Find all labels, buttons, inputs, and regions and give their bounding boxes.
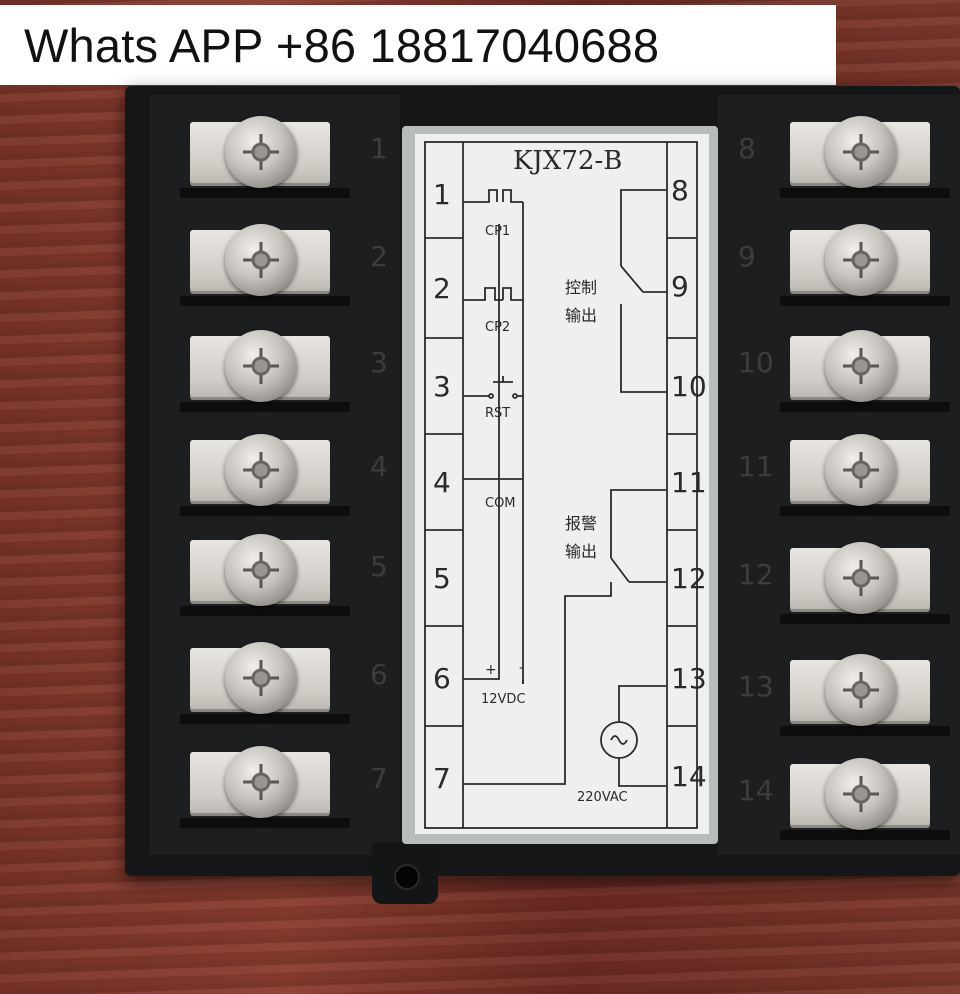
terminal-number: 9 <box>738 240 756 273</box>
terminal-number: 3 <box>370 346 388 379</box>
label-terminal-7: 7 <box>433 762 451 795</box>
terminal-divider <box>780 296 950 306</box>
screw-terminal-icon[interactable] <box>225 434 297 506</box>
label-terminal-5: 5 <box>433 562 451 595</box>
screw-head-icon <box>243 552 279 588</box>
terminal-number: 4 <box>370 450 388 483</box>
screw-terminal-icon[interactable] <box>225 116 297 188</box>
label-terminal-13: 13 <box>671 662 707 695</box>
terminal-number: 6 <box>370 658 388 691</box>
terminal-number: 8 <box>738 132 756 165</box>
screw-terminal-icon[interactable] <box>225 642 297 714</box>
screw-terminal-icon[interactable] <box>825 116 897 188</box>
screw-head-icon <box>843 134 879 170</box>
terminal-divider <box>780 726 950 736</box>
label-terminal-6: 6 <box>433 662 451 695</box>
terminal-divider <box>180 714 350 724</box>
terminal-divider <box>780 402 950 412</box>
screw-terminal-icon[interactable] <box>825 434 897 506</box>
terminal-number: 11 <box>738 450 774 483</box>
rst-label: RST <box>485 406 511 421</box>
label-terminal-9: 9 <box>671 270 689 303</box>
terminal-divider <box>180 402 350 412</box>
label-terminal-1: 1 <box>433 178 451 211</box>
terminal-divider <box>180 606 350 616</box>
wiring-label: KJX72-B CP1 CP2 RST COM + - 12VDC 220VAC… <box>415 134 709 834</box>
screw-terminal-icon[interactable] <box>225 330 297 402</box>
terminal-number: 1 <box>370 132 388 165</box>
label-terminal-2: 2 <box>433 272 451 305</box>
terminal-number: 2 <box>370 240 388 273</box>
contact-banner: Whats APP +86 18817040688 <box>0 5 836 85</box>
terminal-divider <box>180 188 350 198</box>
label-terminal-4: 4 <box>433 466 451 499</box>
com-label: COM <box>485 496 516 511</box>
screw-head-icon <box>843 348 879 384</box>
screw-head-icon <box>243 242 279 278</box>
terminal-number: 10 <box>738 346 774 379</box>
label-terminal-8: 8 <box>671 174 689 207</box>
control-output-line2: 输出 <box>565 306 598 325</box>
wiring-diagram <box>424 141 698 829</box>
terminal-number: 5 <box>370 550 388 583</box>
terminal-divider <box>180 506 350 516</box>
banner-text: Whats APP +86 18817040688 <box>24 18 660 72</box>
screw-head-icon <box>243 134 279 170</box>
control-output-line1: 控制 <box>565 278 598 297</box>
screw-head-icon <box>243 660 279 696</box>
label-terminal-11: 11 <box>671 466 707 499</box>
terminal-divider <box>780 614 950 624</box>
terminal-divider <box>180 296 350 306</box>
terminal-number: 14 <box>738 774 774 807</box>
terminal-divider <box>780 506 950 516</box>
screw-terminal-icon[interactable] <box>225 534 297 606</box>
alarm-output-line1: 报警 <box>565 514 598 533</box>
terminal-divider <box>180 818 350 828</box>
terminal-number: 13 <box>738 670 774 703</box>
terminal-divider <box>780 188 950 198</box>
screw-head-icon <box>243 348 279 384</box>
screw-terminal-icon[interactable] <box>225 746 297 818</box>
plus-label: + <box>485 662 497 678</box>
screw-terminal-icon[interactable] <box>825 542 897 614</box>
mounting-hole <box>394 864 420 890</box>
terminal-number: 12 <box>738 558 774 591</box>
screw-head-icon <box>243 452 279 488</box>
screw-terminal-icon[interactable] <box>825 224 897 296</box>
cp2-label: CP2 <box>485 320 511 335</box>
vac-label: 220VAC <box>577 790 628 805</box>
screw-head-icon <box>843 452 879 488</box>
screw-head-icon <box>843 242 879 278</box>
model-label: KJX72-B <box>513 146 623 176</box>
screw-head-icon <box>843 560 879 596</box>
alarm-output-line2: 输出 <box>565 542 598 561</box>
screw-terminal-icon[interactable] <box>825 330 897 402</box>
screw-head-icon <box>243 764 279 800</box>
screw-head-icon <box>843 672 879 708</box>
vdc-label: 12VDC <box>481 692 526 707</box>
terminal-divider <box>780 830 950 840</box>
screw-terminal-icon[interactable] <box>825 758 897 830</box>
screw-head-icon <box>843 776 879 812</box>
terminal-number: 7 <box>370 762 388 795</box>
minus-label: - <box>519 660 525 676</box>
label-terminal-12: 12 <box>671 562 707 595</box>
cp1-label: CP1 <box>485 224 511 239</box>
label-terminal-14: 14 <box>671 760 707 793</box>
label-terminal-10: 10 <box>671 370 707 403</box>
screw-terminal-icon[interactable] <box>825 654 897 726</box>
label-terminal-3: 3 <box>433 370 451 403</box>
screw-terminal-icon[interactable] <box>225 224 297 296</box>
